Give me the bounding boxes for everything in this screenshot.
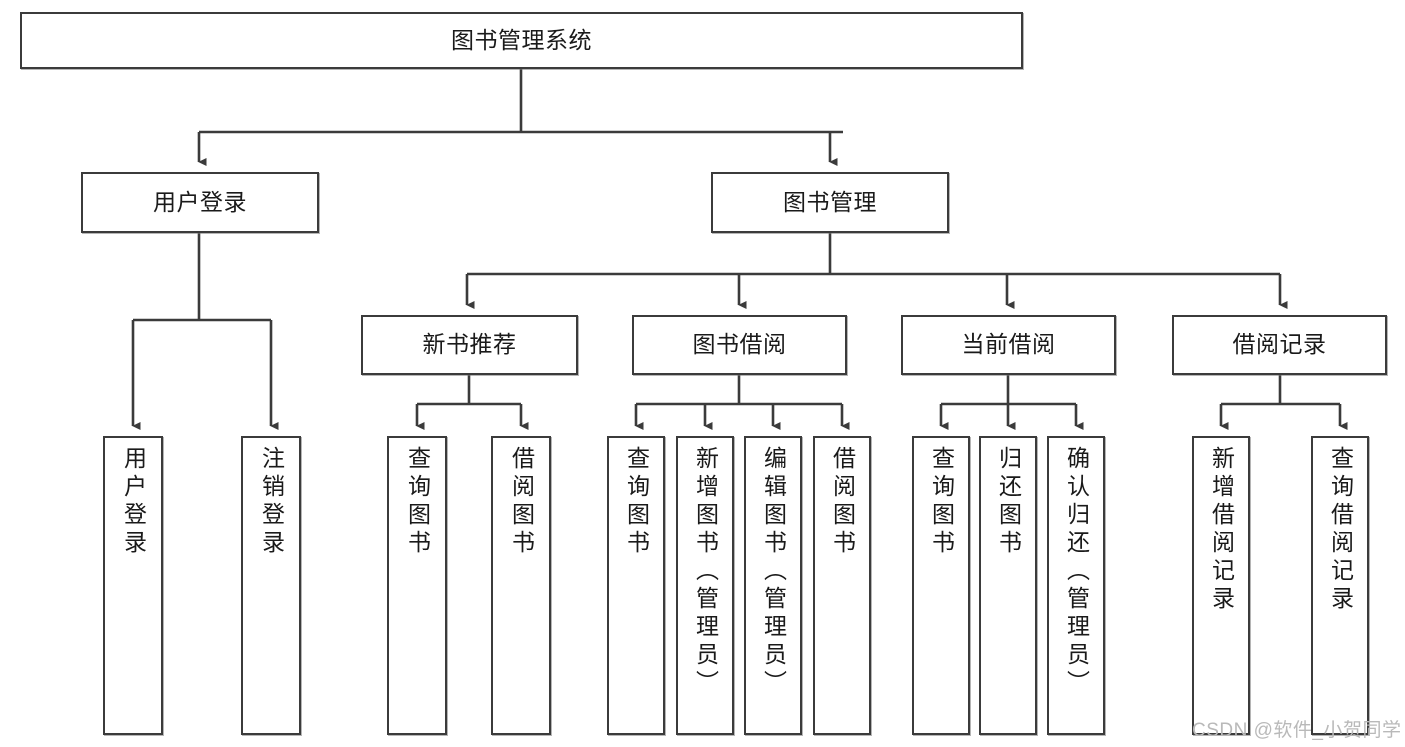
node-leaf-user-login-label: 用户登录 (120, 446, 147, 558)
node-leaf-return-book[interactable]: 归还图书 (979, 436, 1037, 735)
node-new-book-recommend-label: 新书推荐 (422, 331, 517, 358)
watermark: CSDN @软件_小贺同学 (1192, 720, 1402, 741)
node-new-book-recommend[interactable]: 新书推荐 (361, 315, 578, 375)
node-book-manage[interactable]: 图书管理 (711, 172, 949, 233)
node-leaf-borrow-book-1[interactable]: 借阅图书 (491, 436, 551, 735)
node-leaf-edit-book-label: 编辑图书（管理员） (760, 446, 787, 698)
node-book-borrow-label: 图书借阅 (692, 331, 787, 358)
node-book-borrow[interactable]: 图书借阅 (632, 315, 847, 375)
node-current-borrow[interactable]: 当前借阅 (901, 315, 1116, 375)
node-leaf-query-book-2[interactable]: 查询图书 (607, 436, 665, 735)
node-leaf-query-book-2-label: 查询图书 (623, 446, 650, 558)
node-leaf-query-book-3[interactable]: 查询图书 (912, 436, 970, 735)
node-leaf-add-record-label: 新增借阅记录 (1208, 446, 1235, 614)
node-leaf-confirm-return-label: 确认归还（管理员） (1063, 446, 1090, 698)
node-leaf-query-record-label: 查询借阅记录 (1327, 446, 1354, 614)
node-leaf-logout-login-label: 注销登录 (258, 446, 285, 558)
node-leaf-user-login[interactable]: 用户登录 (103, 436, 163, 735)
node-borrow-record-label: 借阅记录 (1232, 331, 1327, 358)
node-leaf-query-book-1[interactable]: 查询图书 (387, 436, 447, 735)
node-leaf-logout-login[interactable]: 注销登录 (241, 436, 301, 735)
node-leaf-return-book-label: 归还图书 (995, 446, 1022, 558)
node-leaf-add-book-label: 新增图书（管理员） (692, 446, 719, 698)
node-leaf-query-record[interactable]: 查询借阅记录 (1311, 436, 1369, 735)
node-root[interactable]: 图书管理系统 (20, 12, 1023, 69)
node-leaf-borrow-book-2[interactable]: 借阅图书 (813, 436, 871, 735)
node-user-login-label: 用户登录 (153, 188, 247, 215)
node-book-manage-label: 图书管理 (783, 188, 877, 215)
node-leaf-confirm-return[interactable]: 确认归还（管理员） (1047, 436, 1105, 735)
node-leaf-add-book[interactable]: 新增图书（管理员） (676, 436, 734, 735)
node-leaf-query-book-3-label: 查询图书 (928, 446, 955, 558)
node-leaf-query-book-1-label: 查询图书 (404, 446, 431, 558)
node-current-borrow-label: 当前借阅 (961, 331, 1056, 358)
node-leaf-borrow-book-1-label: 借阅图书 (508, 446, 535, 558)
node-leaf-borrow-book-2-label: 借阅图书 (829, 446, 856, 558)
node-user-login[interactable]: 用户登录 (81, 172, 319, 233)
node-borrow-record[interactable]: 借阅记录 (1172, 315, 1387, 375)
node-leaf-edit-book[interactable]: 编辑图书（管理员） (744, 436, 802, 735)
node-root-label: 图书管理系统 (451, 26, 592, 53)
node-leaf-add-record[interactable]: 新增借阅记录 (1192, 436, 1250, 735)
